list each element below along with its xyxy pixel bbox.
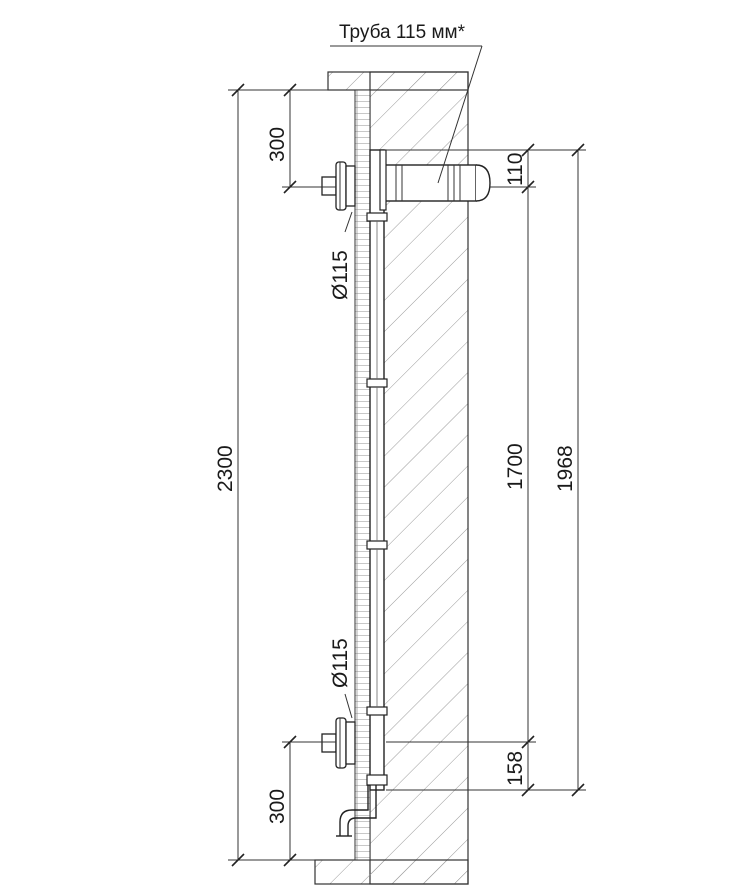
- top-pipe: [379, 149, 491, 211]
- dimension-total-span: 1968: [554, 143, 585, 797]
- dimension-right-extensions: [386, 149, 586, 791]
- dim-bottom-pipe-label: 158: [504, 751, 527, 786]
- dimension-bottom-offset: 300: [266, 735, 336, 867]
- dim-overall-label: 2300: [214, 445, 237, 492]
- dimension-top-pipe: 110: [504, 143, 535, 194]
- dim-total-span-label: 1968: [554, 445, 577, 492]
- dimension-top-offset: 300: [266, 83, 336, 194]
- radiator-body: [366, 149, 388, 791]
- dim-top-offset-label: 300: [266, 127, 289, 162]
- top-fitting: [321, 161, 356, 211]
- dim-spacing-label: 1700: [504, 443, 527, 490]
- dim-top-pipe-label: 110: [504, 153, 527, 186]
- diameter-bottom-label: Ø115: [329, 638, 352, 688]
- pipe-callout: Труба 115 мм*: [330, 22, 483, 184]
- drain-outlet: [336, 785, 377, 837]
- dimension-overall: 2300: [214, 83, 370, 867]
- dimension-connection-spacing: 1700: [504, 187, 535, 749]
- bottom-fitting: [321, 717, 356, 769]
- pipe-callout-label: Труба 115 мм*: [339, 22, 466, 43]
- diameter-top: Ø115: [329, 211, 353, 300]
- diameter-bottom: Ø115: [329, 638, 353, 719]
- tile-layer: [354, 89, 371, 861]
- diameter-top-label: Ø115: [329, 250, 352, 300]
- dim-bottom-offset-label: 300: [266, 789, 289, 824]
- dimension-bottom-pipe: 158: [504, 742, 535, 797]
